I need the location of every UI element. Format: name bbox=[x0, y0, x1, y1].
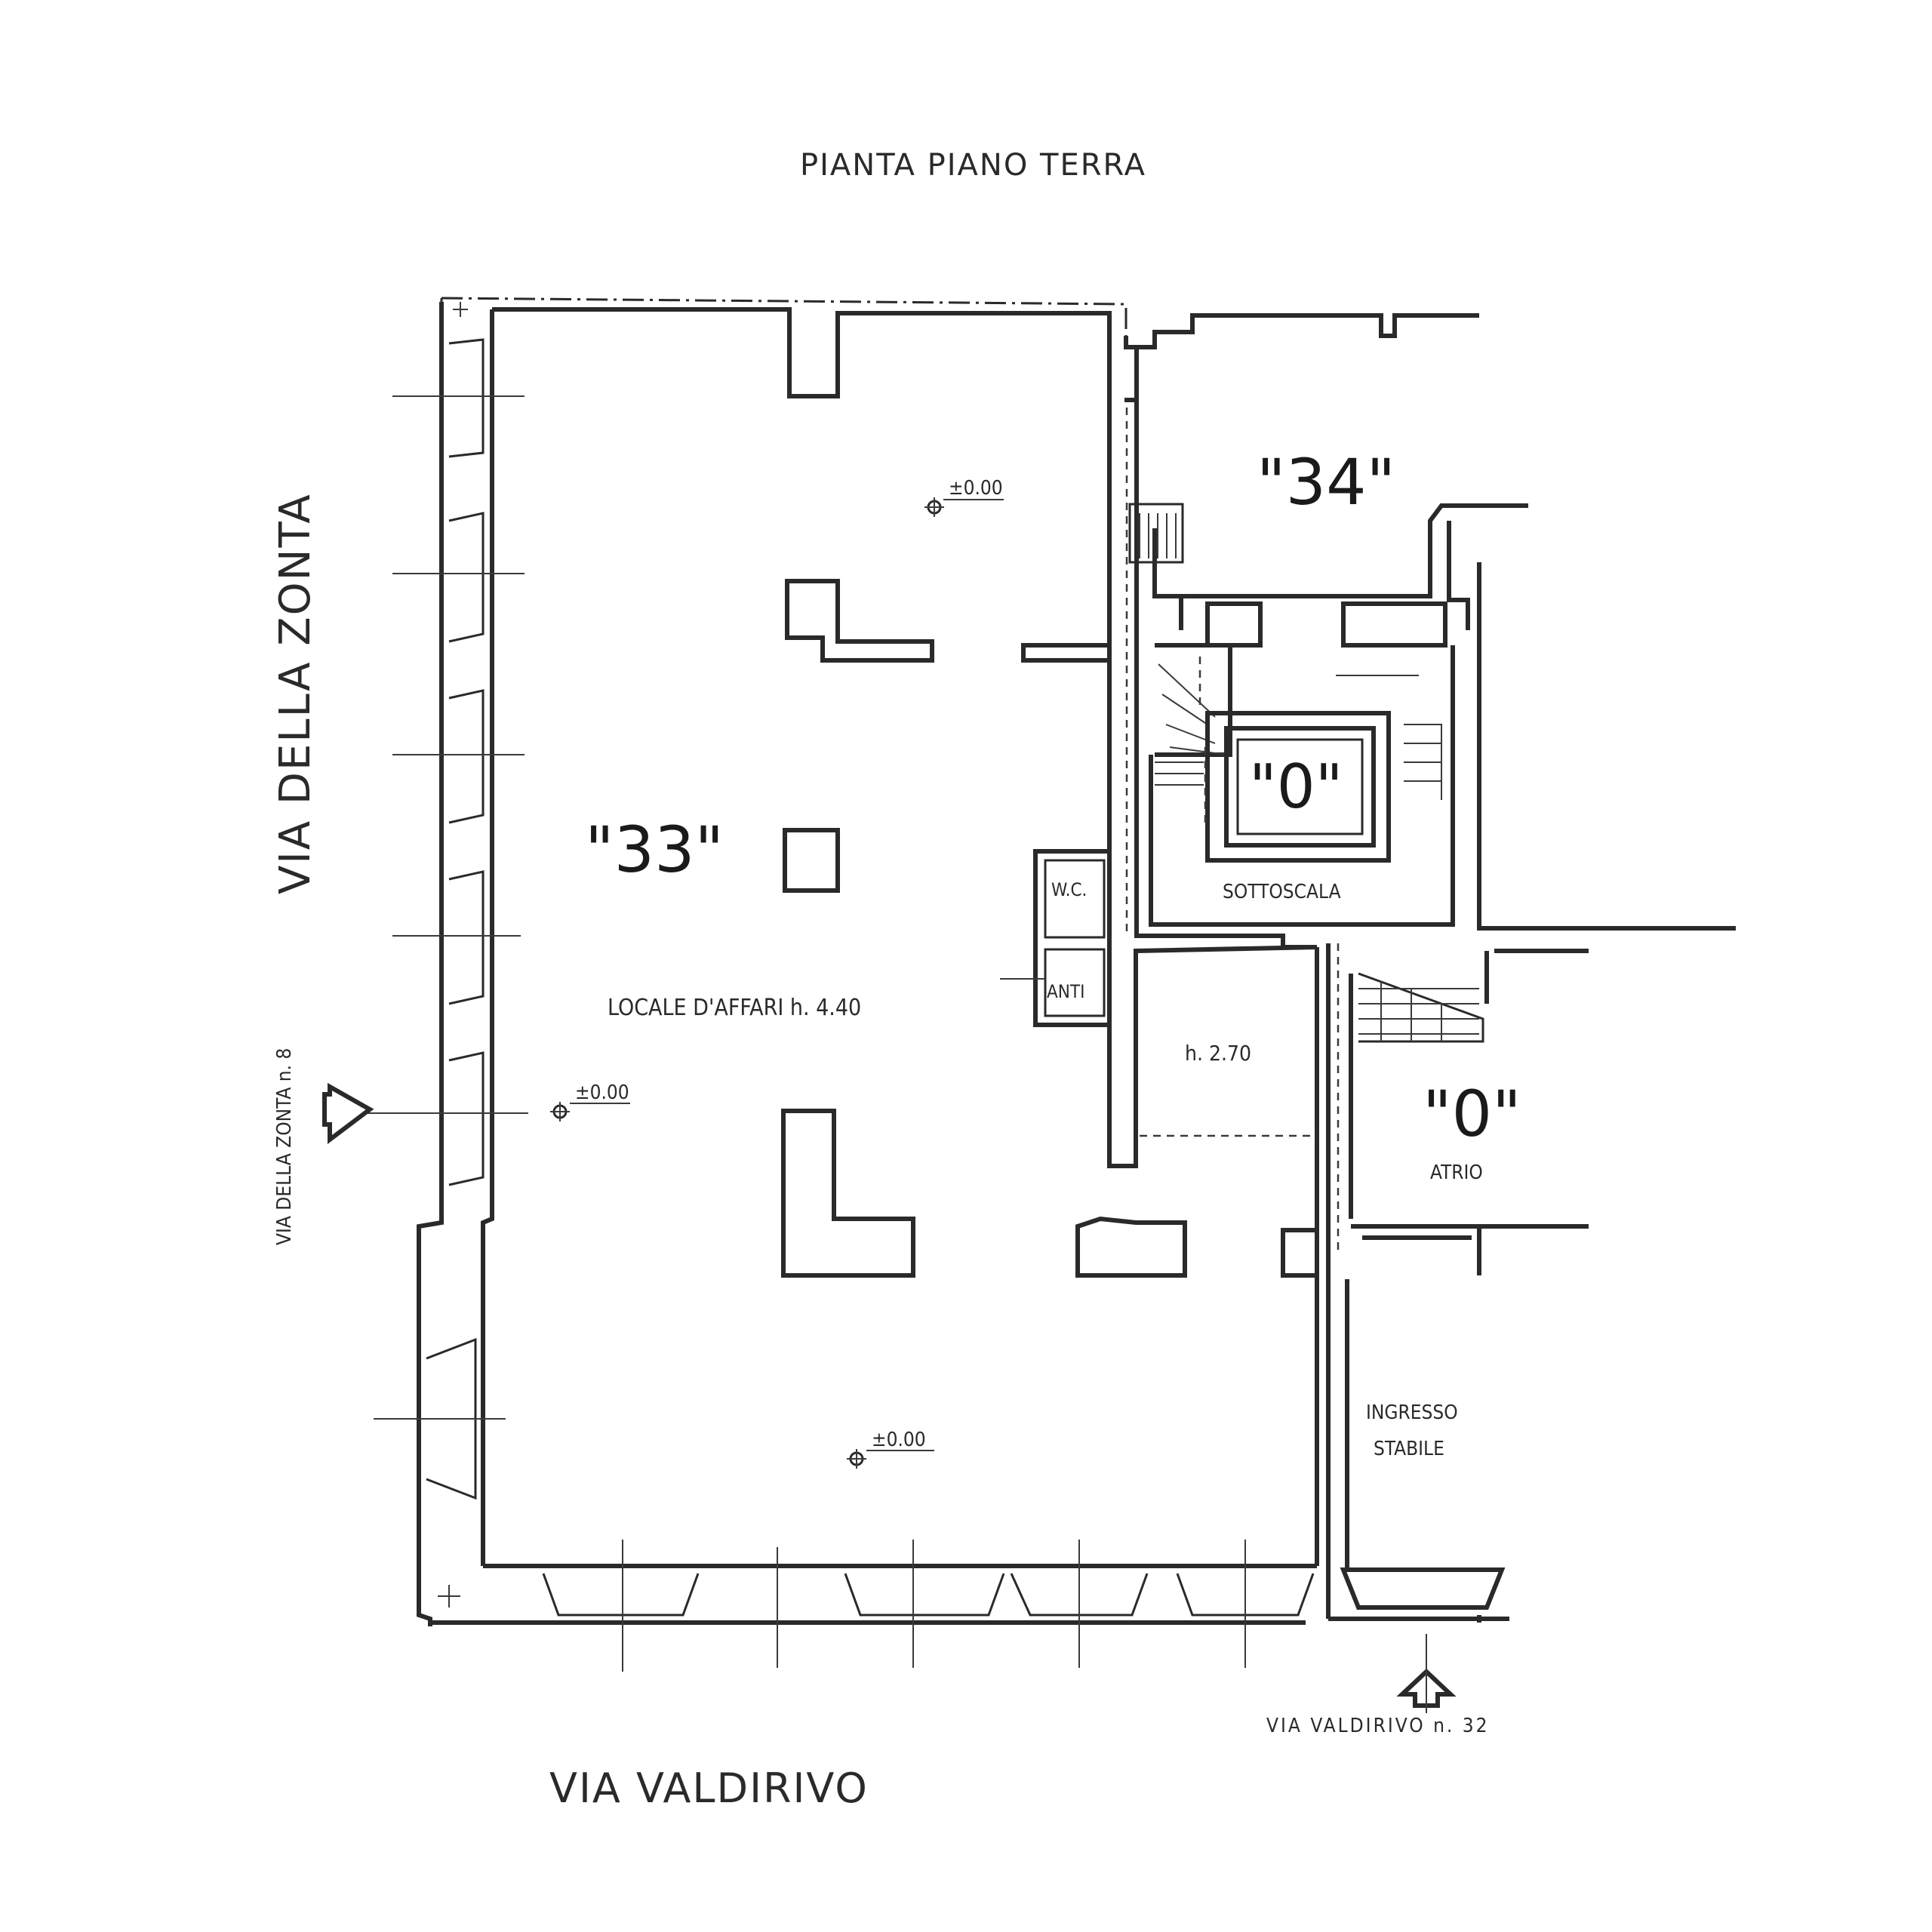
street-label-left: VIA DELLA ZONTA bbox=[271, 493, 320, 894]
level-label-1: ±0.00 bbox=[949, 477, 1003, 500]
level-marker-1: ±0.00 bbox=[924, 477, 1004, 517]
room-label-entrance-line2: STABILE bbox=[1374, 1438, 1444, 1460]
street-label-bottom: VIA VALDIRIVO bbox=[549, 1764, 869, 1812]
unit-33-pillars bbox=[781, 579, 1319, 1278]
unit-34-walls bbox=[1128, 313, 1528, 630]
plan-title: PIANTA PIANO TERRA bbox=[800, 148, 1146, 183]
unit-number-33: "33" bbox=[585, 813, 724, 887]
level-marker-2: ±0.00 bbox=[550, 1081, 630, 1121]
unit-33-walls bbox=[417, 302, 1319, 1626]
level-marker-3: ±0.00 bbox=[847, 1429, 934, 1469]
wc-anti-block bbox=[1000, 849, 1112, 1027]
right-walls bbox=[1326, 562, 1736, 1623]
room-label-under-stairs: SOTTOSCALA bbox=[1223, 881, 1341, 903]
stair-core bbox=[1149, 601, 1455, 927]
unit-number-atrium: "0" bbox=[1423, 1077, 1521, 1151]
entrance-label-left: VIA DELLA ZONTA n. 8 bbox=[273, 1048, 296, 1245]
level-label-3: ±0.00 bbox=[872, 1429, 926, 1451]
unit-number-stair-core: "0" bbox=[1249, 752, 1343, 822]
room-label-wc: W.C. bbox=[1051, 879, 1087, 900]
room-label-main: LOCALE D'AFFARI h. 4.40 bbox=[608, 995, 861, 1021]
bottom-facade-windows bbox=[438, 1540, 1315, 1672]
level-label-2: ±0.00 bbox=[575, 1081, 629, 1104]
room-label-storage-height: h. 2.70 bbox=[1185, 1041, 1251, 1066]
room-label-anti: ANTI bbox=[1047, 981, 1084, 1002]
entrance-arrow-left bbox=[322, 1082, 521, 1145]
left-facade-windows bbox=[362, 302, 528, 1500]
property-boundary-top bbox=[441, 297, 1128, 336]
entrance-arrow-bottom bbox=[1396, 1634, 1457, 1713]
unit-number-34: "34" bbox=[1257, 445, 1395, 519]
room-label-atrium: ATRIO bbox=[1430, 1161, 1483, 1184]
entrance-label-bottom: VIA VALDIRIVO n. 32 bbox=[1266, 1715, 1490, 1737]
central-corridor bbox=[1107, 336, 1318, 1168]
room-label-entrance-line1: INGRESSO bbox=[1366, 1401, 1458, 1424]
